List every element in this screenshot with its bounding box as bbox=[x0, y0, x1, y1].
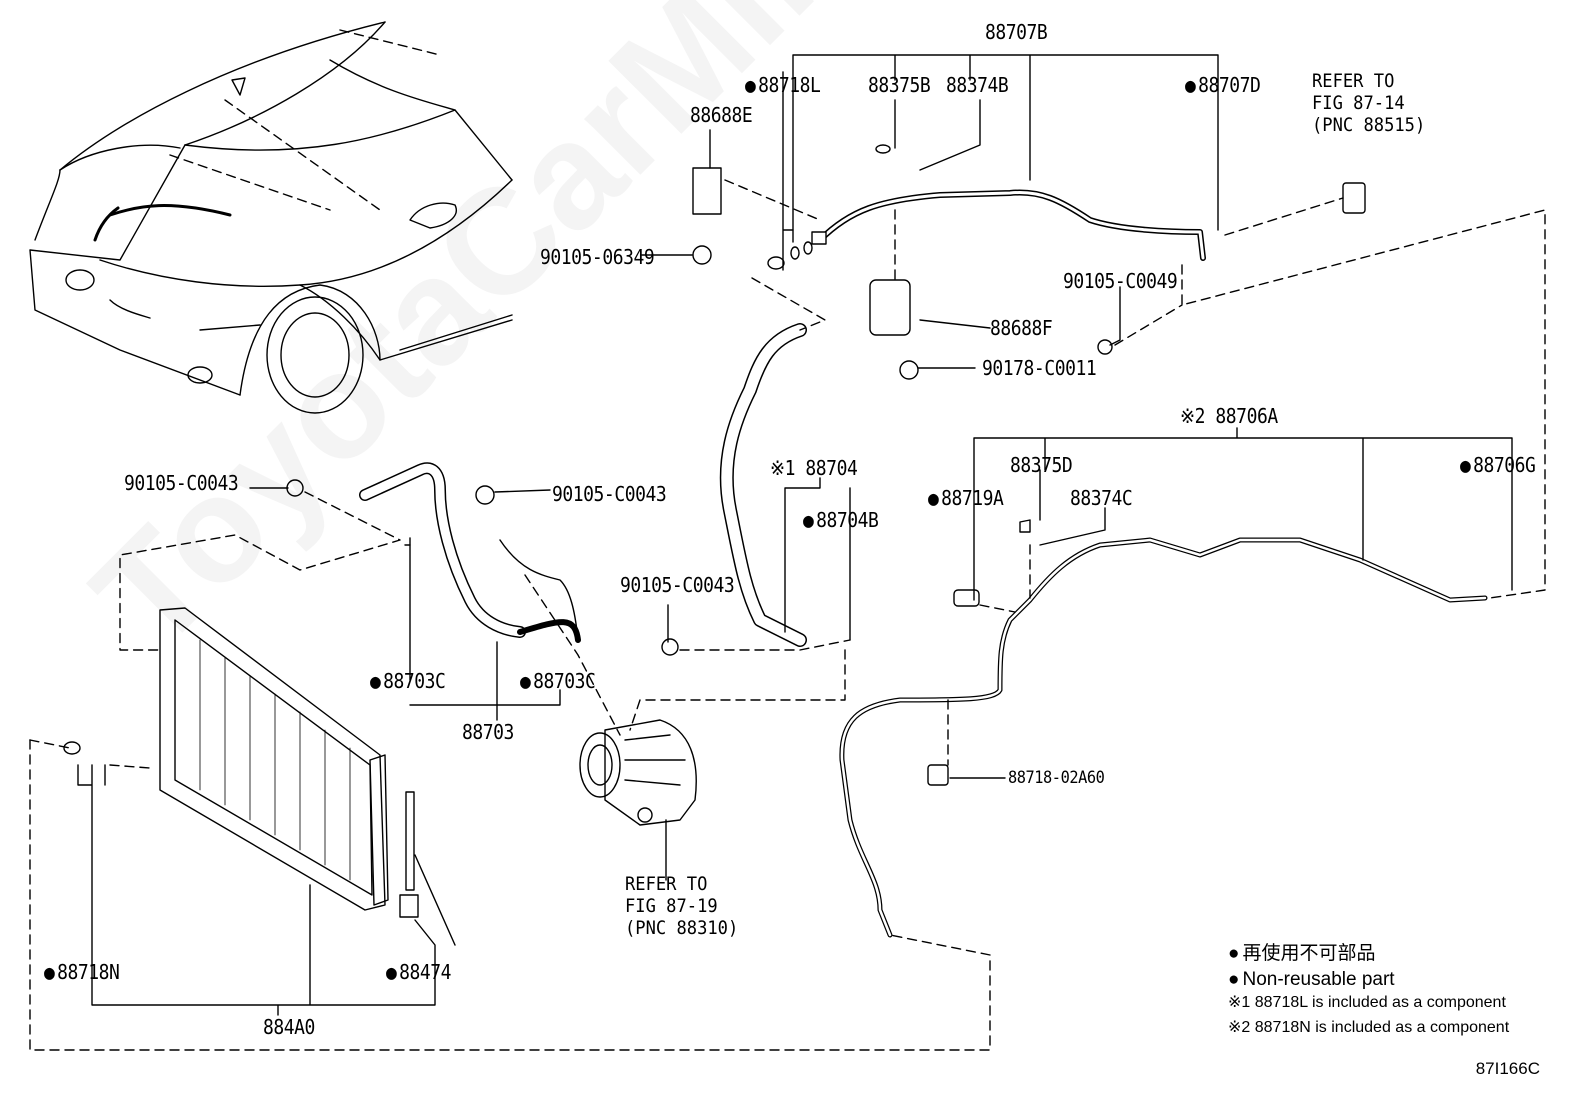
part-88718-02A60[interactable]: 88718-02A60 bbox=[1008, 768, 1105, 788]
refer-to-88515[interactable]: REFER TO FIG 87-14 (PNC 88515) bbox=[1312, 70, 1426, 136]
part-88718L[interactable]: 88718L bbox=[745, 75, 821, 95]
legend-note-1: ※1 88718L is included as a component bbox=[1228, 994, 1506, 1011]
part-88719A[interactable]: 88719A bbox=[928, 488, 1004, 508]
part-88703[interactable]: 88703 bbox=[462, 720, 514, 744]
part-88718N[interactable]: 88718N bbox=[44, 962, 120, 982]
part-88474[interactable]: 88474 bbox=[386, 962, 451, 982]
part-90105-C0043-left[interactable]: 90105-C0043 bbox=[124, 471, 239, 495]
refer-to-88310[interactable]: REFER TO FIG 87-19 (PNC 88310) bbox=[625, 873, 739, 939]
part-88688F[interactable]: 88688F bbox=[990, 316, 1053, 340]
part-88375B[interactable]: 88375B bbox=[868, 73, 931, 97]
legend-japanese: 再使用不可部品 bbox=[1228, 944, 1375, 963]
part-88707B[interactable]: 88707B bbox=[985, 20, 1048, 44]
part-88374C[interactable]: 88374C bbox=[1070, 486, 1133, 510]
condenser bbox=[63, 607, 419, 918]
part-88374B[interactable]: 88374B bbox=[946, 73, 1009, 97]
part-88704[interactable]: ※1 88704 bbox=[770, 456, 858, 480]
part-90178-C0011[interactable]: 90178-C0011 bbox=[982, 356, 1097, 380]
part-88688E[interactable]: 88688E bbox=[690, 103, 753, 127]
legend-non-reusable: Non-reusable part bbox=[1228, 970, 1394, 989]
part-90105-06349[interactable]: 90105-06349 bbox=[540, 245, 655, 269]
car-illustration bbox=[29, 21, 513, 414]
part-88704B[interactable]: 88704B bbox=[803, 510, 879, 530]
part-88703C-left[interactable]: 88703C bbox=[370, 671, 446, 691]
part-90105-C0043-center[interactable]: 90105-C0043 bbox=[620, 573, 735, 597]
part-88375D[interactable]: 88375D bbox=[1010, 453, 1073, 477]
figure-code: 87I166C bbox=[1475, 1059, 1540, 1078]
part-88703C-right[interactable]: 88703C bbox=[520, 671, 596, 691]
part-90105-C0049[interactable]: 90105-C0049 bbox=[1063, 269, 1178, 293]
part-88707D[interactable]: 88707D bbox=[1185, 75, 1261, 95]
compressor bbox=[579, 719, 697, 826]
part-88706A[interactable]: ※2 88706A bbox=[1180, 404, 1278, 428]
part-884A0[interactable]: 884A0 bbox=[263, 1015, 315, 1039]
legend-note-2: ※2 88718N is included as a component bbox=[1228, 1019, 1510, 1036]
part-90105-C0043-right[interactable]: 90105-C0043 bbox=[552, 482, 667, 506]
part-88706G[interactable]: 88706G bbox=[1460, 455, 1536, 475]
